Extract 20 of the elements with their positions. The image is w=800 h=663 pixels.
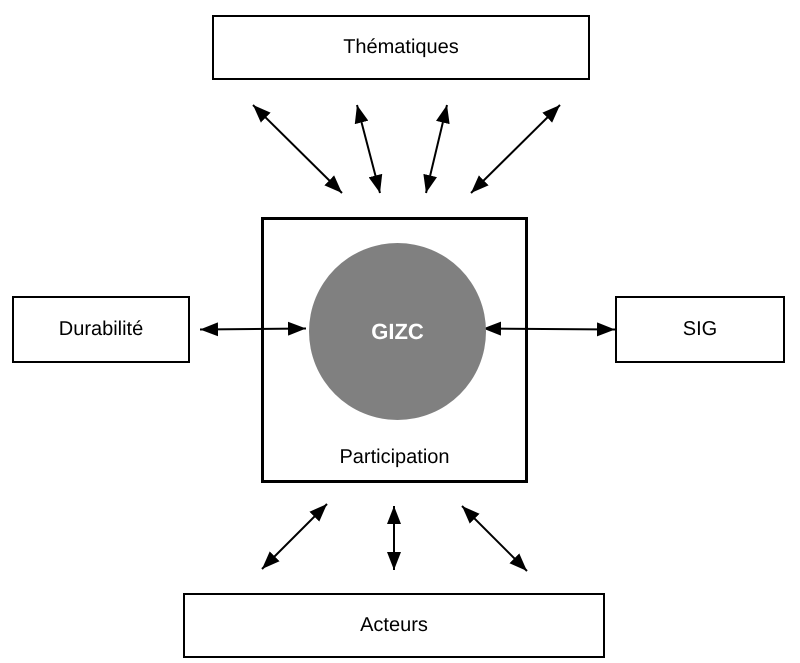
box-label: Participation <box>339 445 450 470</box>
box-label: Acteurs <box>360 613 428 638</box>
double-arrow <box>461 505 528 572</box>
double-arrow <box>423 104 450 194</box>
double-arrow <box>354 104 382 194</box>
double-arrow <box>261 503 328 570</box>
topic-box <box>183 593 605 658</box>
box-label: Durabilité <box>58 317 144 342</box>
double-arrow <box>252 104 343 194</box>
topic-box <box>12 296 190 363</box>
double-arrow <box>387 506 401 570</box>
frame-box <box>261 217 528 483</box>
circle-label: GIZC <box>371 318 424 346</box>
topic-box <box>615 296 785 363</box>
box-label: SIG <box>682 317 718 342</box>
double-arrow <box>470 104 561 194</box>
topic-box <box>212 15 590 80</box>
double-arrow <box>483 322 615 336</box>
box-label: Thématiques <box>343 35 459 60</box>
double-arrow <box>200 322 306 336</box>
